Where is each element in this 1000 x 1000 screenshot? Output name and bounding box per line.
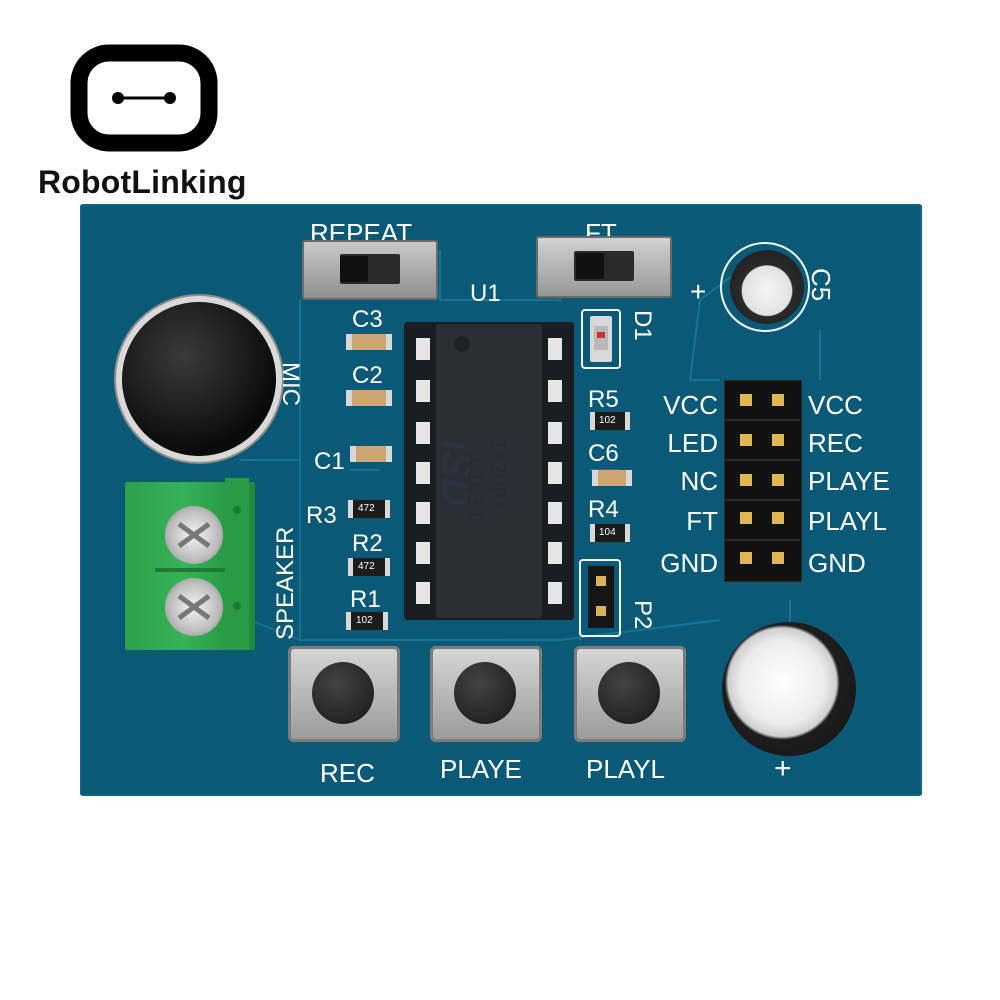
pin-right-gnd: GND: [808, 548, 866, 578]
jumper-p2[interactable]: [588, 566, 614, 628]
pin-left-nc: NC: [680, 466, 718, 496]
resistor-r2-code: 472: [358, 561, 375, 572]
repeat-switch[interactable]: [302, 240, 438, 300]
resistor-r3-code: 472: [358, 503, 375, 514]
repeat-switch-knob[interactable]: [340, 256, 368, 282]
playl-button-cap[interactable]: [598, 662, 660, 724]
playl-button-label: PLAYL: [586, 754, 666, 784]
r5-label: R5: [588, 386, 619, 413]
r3-label: R3: [306, 502, 337, 529]
playl-button[interactable]: [574, 646, 686, 742]
r2-label: R2: [352, 530, 383, 557]
resistor-r1: 102: [346, 612, 388, 630]
pin-right-rec: REC: [808, 428, 863, 458]
r4-label: R4: [588, 496, 619, 523]
ft-switch-knob[interactable]: [576, 253, 604, 279]
capacitor-c5: [730, 250, 804, 324]
resistor-r5: 102: [590, 412, 630, 430]
pin-left-vcc: VCC: [663, 390, 718, 420]
capacitor-large: [722, 622, 856, 756]
c5-plus-label: +: [690, 276, 707, 307]
capacitor-c1: [350, 446, 392, 462]
mic-label: MIC: [277, 362, 304, 406]
speaker-terminal[interactable]: [125, 478, 255, 650]
rec-button-cap[interactable]: [312, 662, 374, 724]
pin-right-playe: PLAYE: [808, 466, 890, 496]
c6-label: C6: [588, 440, 619, 467]
c3-label: C3: [352, 306, 383, 333]
resistor-r4-code: 104: [599, 527, 616, 538]
capacitor-large-plus: +: [774, 752, 792, 785]
resistor-r5-code: 102: [599, 415, 616, 426]
pin-left-led: LED: [667, 428, 718, 458]
led-d1: [590, 316, 612, 362]
brand-logo: [70, 44, 218, 152]
robot-face-icon: [70, 44, 218, 152]
c1-label: C1: [314, 448, 345, 475]
ft-switch[interactable]: [536, 236, 672, 298]
playe-button[interactable]: [430, 646, 542, 742]
ic-part-line1: 1820PY: [486, 438, 510, 511]
pin-right-playl: PLAYL: [808, 506, 888, 536]
p2-label: P2: [629, 600, 656, 630]
microphone: [122, 302, 276, 456]
capacitor-c3: [346, 334, 392, 350]
speaker-label: SPEAKER: [272, 526, 299, 640]
resistor-r2: 472: [348, 558, 390, 576]
c2-label: C2: [352, 362, 383, 389]
resistor-r3: 472: [348, 500, 390, 518]
ic-pins: [416, 324, 562, 618]
rec-button-label: REC: [320, 758, 375, 788]
playe-button-label: PLAYE: [440, 754, 522, 784]
pin-header: [724, 380, 802, 582]
rec-button[interactable]: [288, 646, 400, 742]
resistor-r4: 104: [590, 524, 630, 542]
d1-label: D1: [629, 310, 656, 341]
brand-name: RobotLinking: [38, 164, 247, 200]
capacitor-c6: [592, 470, 632, 486]
playe-button-cap[interactable]: [454, 662, 516, 724]
pin-left-ft: FT: [686, 506, 718, 536]
ic-part-line2: C1634: [463, 458, 487, 519]
u1-label: U1: [470, 280, 501, 307]
resistor-r1-code: 102: [356, 615, 373, 626]
r1-label: R1: [350, 586, 381, 613]
c5-label: C5: [806, 268, 836, 302]
capacitor-c2: [346, 390, 392, 406]
pin-left-gnd: GND: [660, 548, 718, 578]
header-pins: [724, 394, 800, 564]
pin-right-vcc: VCC: [808, 390, 863, 420]
